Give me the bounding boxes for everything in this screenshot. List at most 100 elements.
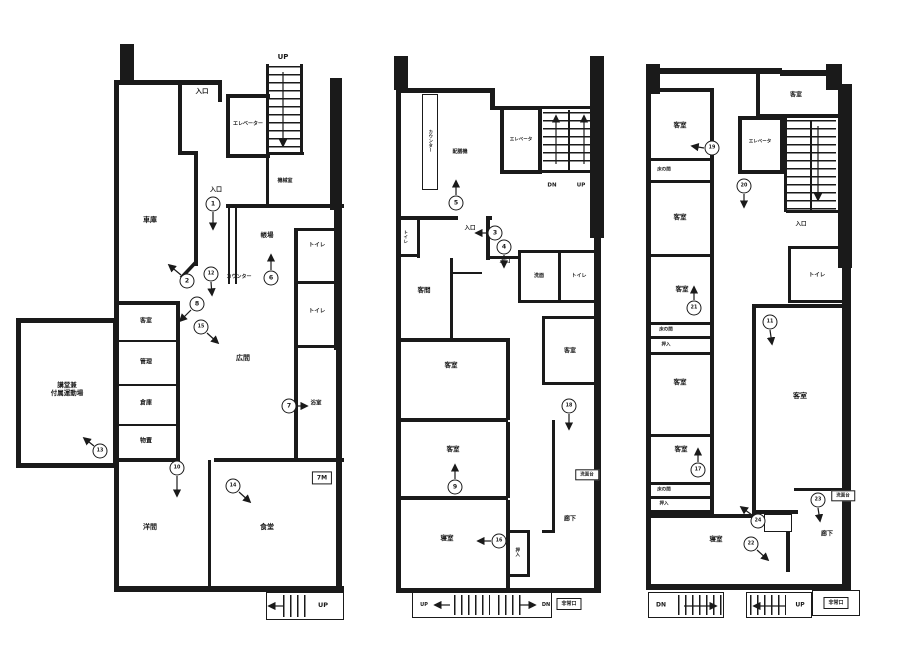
room-label: 入口 [795, 221, 807, 228]
wall-segment [506, 500, 510, 592]
wall-segment [396, 254, 420, 257]
room-label: 廊下 [820, 530, 834, 538]
room-label: 客室 [673, 213, 687, 222]
room-label: エレベーター [232, 121, 264, 127]
wall-segment [590, 56, 604, 238]
wall-segment [114, 80, 222, 85]
position-marker: 21 [686, 300, 702, 316]
room-label: トイレ [308, 242, 326, 249]
wall-segment [208, 460, 211, 586]
wall-segment [788, 300, 846, 303]
wall-segment [542, 382, 598, 385]
wall-segment [738, 116, 786, 120]
stair-hatch [269, 66, 300, 150]
room-label: 押入 [659, 501, 669, 507]
room-label: 客室 [675, 285, 689, 294]
wall-segment [646, 336, 712, 339]
wall-segment [518, 250, 598, 253]
wall-segment [226, 94, 270, 98]
wall-segment [396, 496, 508, 500]
wall-segment [826, 64, 842, 90]
room-label: UP [795, 601, 805, 609]
room-label: 寝室 [440, 534, 454, 543]
wall-segment [490, 106, 502, 110]
room-label: 客室 [446, 445, 460, 454]
room-label: 押入 [661, 342, 671, 348]
wall-segment [334, 208, 342, 350]
room-label: 倉庫 [139, 399, 153, 407]
wall-segment [506, 342, 510, 420]
wall-segment [646, 254, 712, 257]
wall-segment [214, 458, 344, 462]
room-label: 客室 [674, 445, 688, 454]
position-marker: 6 [263, 270, 279, 286]
wall-segment [542, 170, 598, 173]
wall-segment [500, 106, 542, 110]
position-marker: 14 [225, 478, 241, 494]
room-label: 客間 [417, 286, 431, 295]
wall-segment [330, 78, 342, 210]
room-label: 客室 [444, 361, 458, 370]
wall-segment [394, 56, 408, 90]
room-label: 洗面 [533, 273, 545, 279]
wall-segment [738, 170, 786, 174]
wall-segment [486, 220, 490, 260]
room-label: カウンター [226, 274, 252, 280]
position-marker: 20 [736, 178, 752, 194]
position-marker: 4 [496, 239, 512, 255]
room-label: 車庫 [143, 215, 157, 224]
room-label: 洗面台 [575, 469, 599, 481]
wall-segment [780, 116, 784, 174]
room-label: DN [655, 601, 667, 609]
room-label: トイレ [402, 230, 408, 244]
wall-segment [114, 586, 344, 592]
wall-segment [300, 64, 303, 154]
room-label: UP [317, 601, 329, 610]
wall-segment [646, 180, 712, 183]
wall-segment [235, 208, 237, 284]
room-label: 寝室 [709, 535, 723, 544]
wall-segment [452, 272, 482, 274]
room-label: 入口 [209, 186, 223, 194]
wall-segment [542, 530, 555, 533]
wall-segment [788, 246, 846, 249]
wall-segment [218, 80, 222, 102]
stair-hatch [786, 120, 836, 210]
position-marker: 11 [762, 314, 778, 330]
room-label: エレベータ [748, 139, 772, 145]
room-label: 客室 [563, 347, 577, 355]
wall-segment [552, 420, 555, 532]
room-label: エレベータ [509, 137, 533, 143]
position-marker: 3 [487, 225, 503, 241]
position-marker: 15 [193, 319, 209, 335]
wall-segment [176, 301, 180, 463]
room-label: 物置 [139, 437, 153, 445]
room-label: 浴室 [310, 400, 322, 407]
wall-segment [178, 83, 182, 155]
wall-segment [518, 300, 598, 303]
wall-segment [738, 116, 742, 174]
wall-segment [396, 338, 510, 342]
wall-segment [518, 250, 521, 303]
wall-segment [120, 44, 134, 82]
stair-hatch [498, 595, 524, 615]
wall-segment [228, 208, 230, 284]
wall-segment [294, 228, 298, 348]
wall-segment [119, 424, 177, 426]
room-label: 入口 [464, 225, 476, 232]
wall-segment [756, 70, 760, 118]
position-marker: 8 [189, 296, 205, 312]
stair-hatch [678, 595, 724, 615]
wall-segment [558, 253, 561, 301]
wall-segment [838, 84, 852, 268]
room-label: 押入 [514, 547, 520, 557]
wall-segment [266, 155, 269, 207]
room-label: 食堂 [260, 522, 274, 531]
wall-segment [114, 458, 178, 462]
wall-segment [226, 204, 344, 208]
room-label: トイレ [808, 272, 826, 279]
position-marker: 18 [561, 398, 577, 414]
